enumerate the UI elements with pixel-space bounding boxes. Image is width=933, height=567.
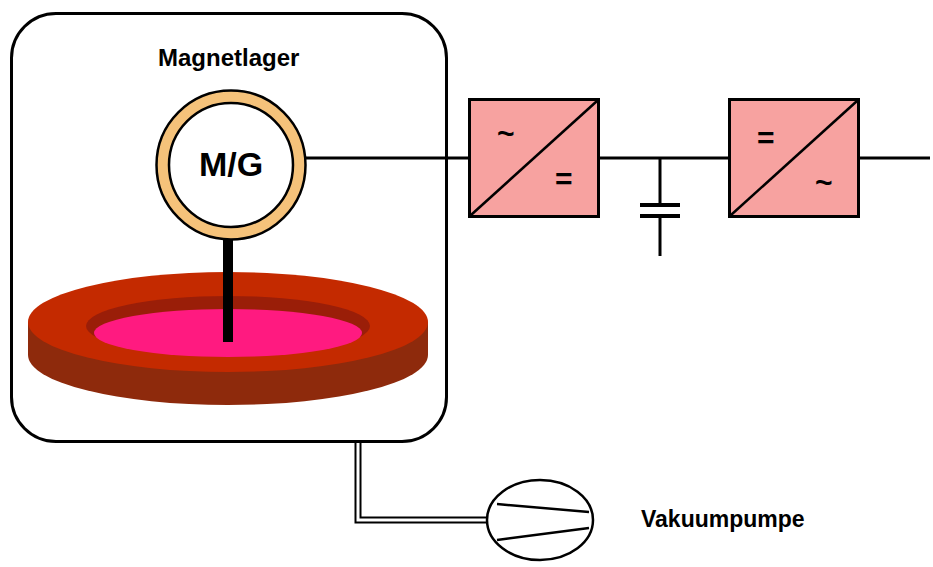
motor-generator-circle: M/G <box>155 89 307 241</box>
vacuum-pump: Vakuumpumpe <box>485 478 905 562</box>
converter-symbol: = <box>757 121 775 154</box>
vacuum-pipe <box>358 442 487 520</box>
converter-diagonal <box>471 101 597 215</box>
wire-line <box>600 157 728 160</box>
pump-line <box>497 528 589 540</box>
converter-box: ~= <box>468 98 600 218</box>
pipe-outline <box>358 442 487 520</box>
diagonal-line <box>471 101 597 215</box>
node-label: Vakuumpumpe <box>641 507 805 532</box>
ring-outer <box>157 91 306 240</box>
converter-diagonal <box>731 101 857 215</box>
converter-symbol: ~ <box>497 117 515 150</box>
output-wire <box>860 157 930 160</box>
converter-symbol: ~ <box>815 166 833 199</box>
pump-line <box>497 504 589 512</box>
ring-inner <box>169 103 293 227</box>
node-label: Magnetlager <box>158 45 299 71</box>
capacitor-symbol <box>640 158 680 256</box>
power-wire <box>600 158 728 159</box>
converter-symbol: = <box>555 162 573 195</box>
pump-housing <box>487 480 593 560</box>
housing-box: M/G Magnetlager <box>10 12 448 443</box>
diagonal-line <box>731 101 857 215</box>
wire-line <box>305 157 468 160</box>
pipe-bore <box>358 442 487 520</box>
power-wire <box>305 158 468 159</box>
converter-box: =~ <box>728 98 860 218</box>
node-label: M/G <box>199 146 263 183</box>
